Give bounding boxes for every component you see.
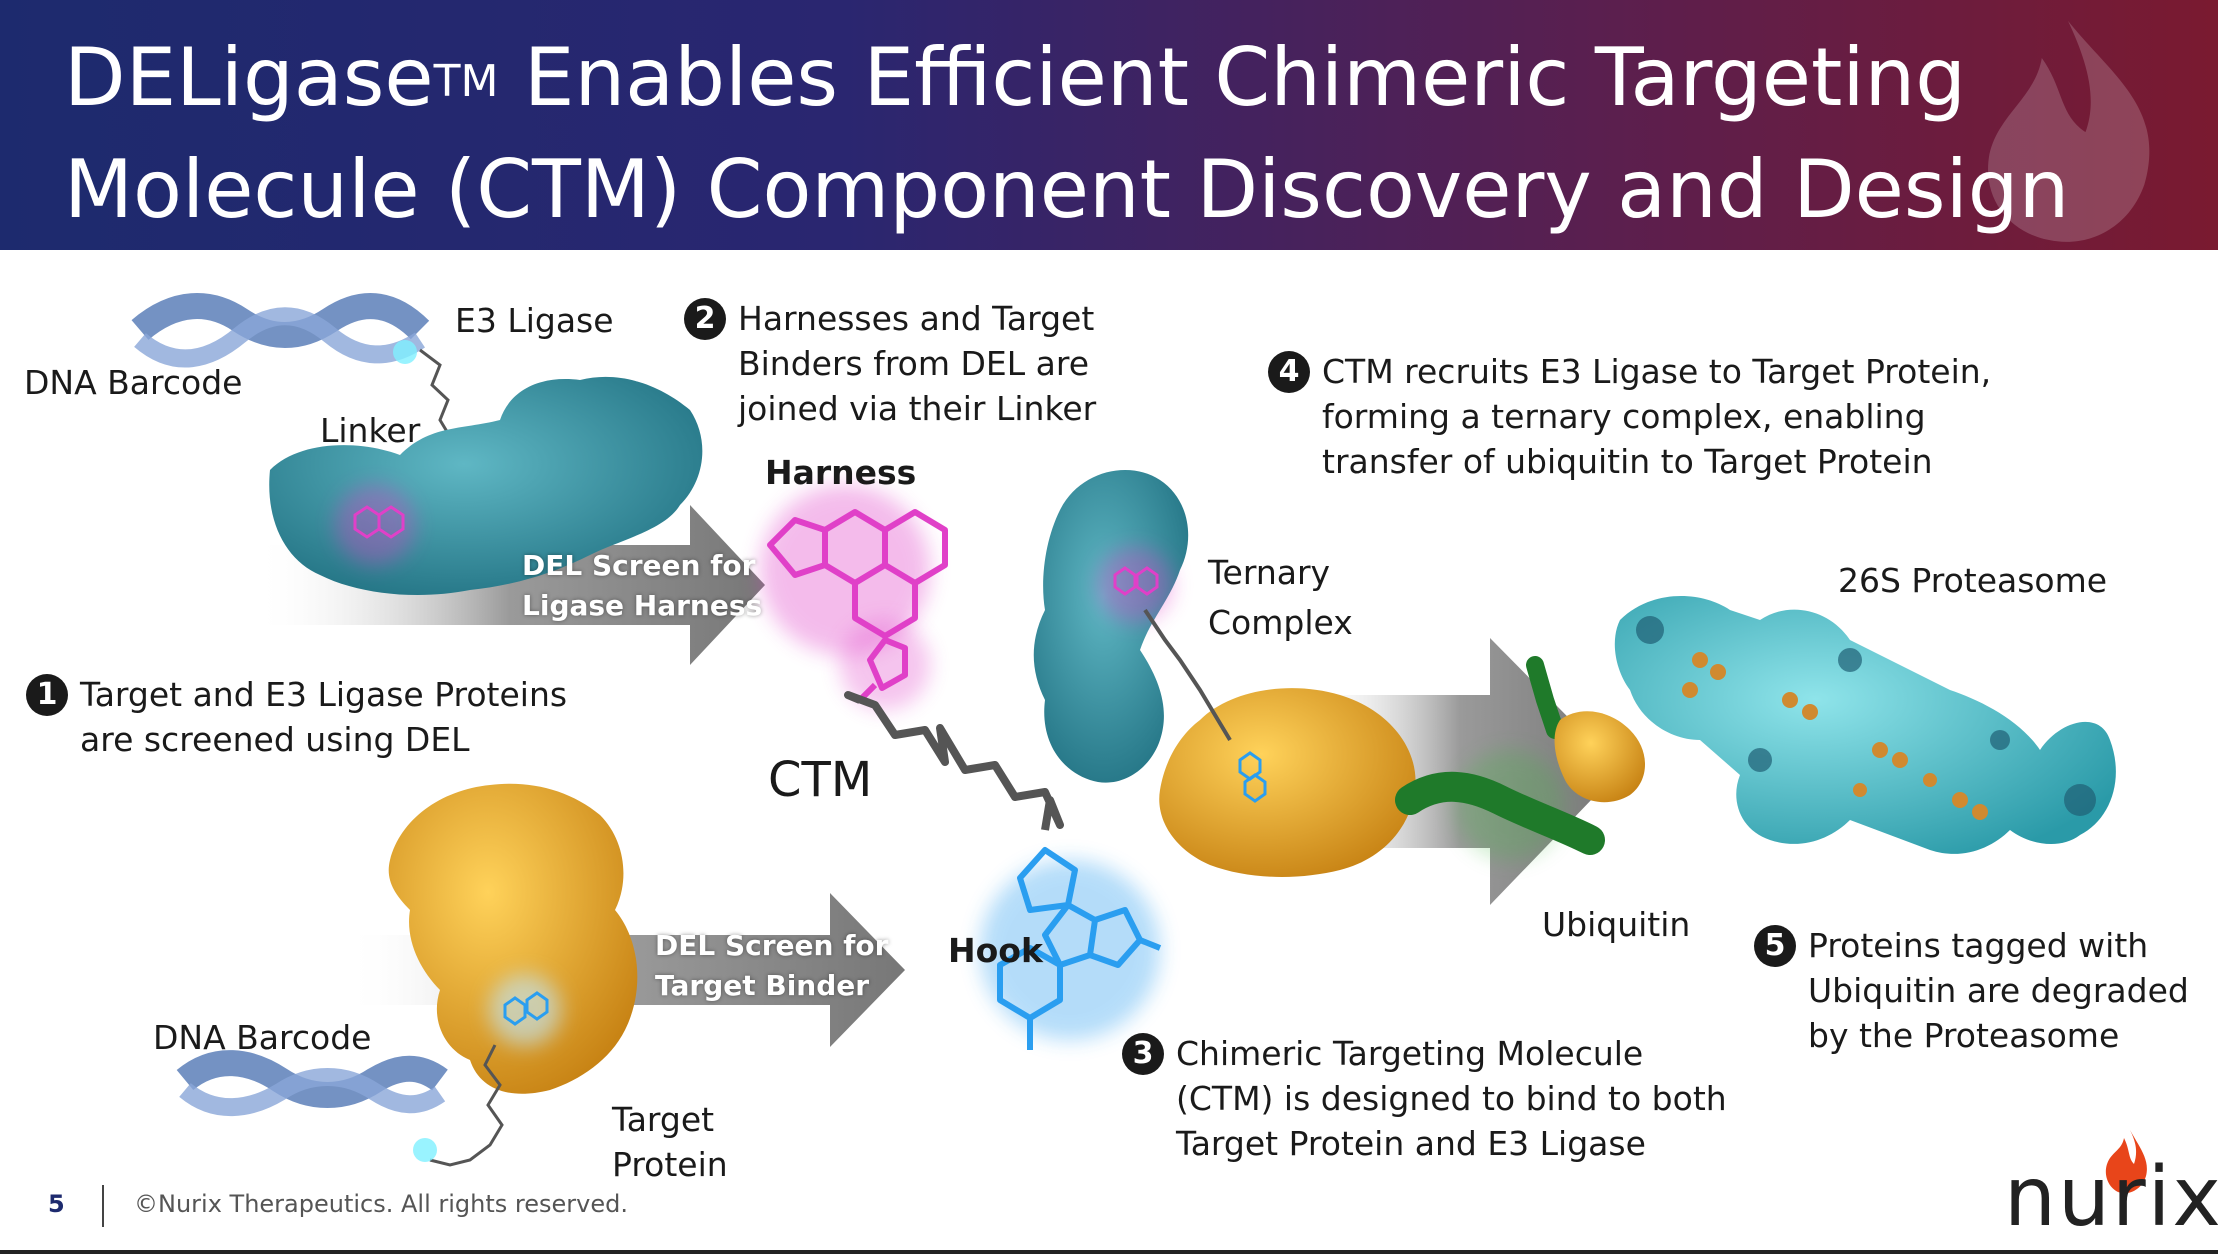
step-3: 3 Chimeric Targeting Molecule (CTM) is d… — [1122, 1031, 1727, 1166]
linker-label: Linker — [320, 411, 421, 450]
step-line: Target and E3 Ligase Proteins — [80, 675, 568, 714]
step-line: Target Protein and E3 Ligase — [1176, 1124, 1646, 1163]
ubiquitin-label: Ubiquitin — [1542, 905, 1691, 944]
title-text-part: DELigase — [64, 31, 434, 124]
step-number: 4 — [1268, 351, 1310, 393]
ternary-complex-label-line2: Complex — [1208, 603, 1353, 642]
page-number: 5 — [48, 1190, 65, 1218]
step-text: Harnesses and Target Binders from DEL ar… — [738, 296, 1096, 431]
target-protein-label-line2: Protein — [612, 1145, 728, 1184]
title-text-part: Enables Efficient Chimeric Targeting — [498, 31, 1967, 124]
step-line: Ubiquitin are degraded — [1808, 971, 2189, 1010]
step-1: 1 Target and E3 Ligase Proteins are scre… — [26, 672, 567, 762]
del-ligase-arrow-label-line1: DEL Screen for — [522, 549, 756, 582]
title-text-line2: Molecule (CTM) Component Discovery and D… — [64, 143, 2070, 236]
proteasome-icon — [1614, 596, 2116, 854]
trademark-mark: TM — [433, 56, 499, 107]
ternary-complex-icon — [1033, 470, 1416, 877]
step-text: Target and E3 Ligase Proteins are screen… — [80, 672, 567, 762]
ubiquitin-chain-icon — [1395, 750, 1605, 860]
step-line: Chimeric Targeting Molecule — [1176, 1034, 1644, 1073]
hook-molecule-icon — [980, 847, 1162, 1050]
header-banner: DELigaseTM Enables Efficient Chimeric Ta… — [0, 0, 2218, 250]
dna-barcode-bottom-icon — [176, 1050, 448, 1162]
harness-molecule-icon — [760, 485, 948, 710]
step-line: forming a ternary complex, enabling — [1322, 397, 1926, 436]
harness-label: Harness — [765, 453, 917, 492]
nurix-logo: nurix — [2004, 1150, 2218, 1245]
step-2: 2 Harnesses and Target Binders from DEL … — [684, 296, 1096, 431]
step-line: Proteins tagged with — [1808, 926, 2149, 965]
bottom-linker-icon — [429, 1044, 504, 1167]
nurix-flame-icon — [2105, 1130, 2147, 1194]
step-line: CTM recruits E3 Ligase to Target Protein… — [1322, 352, 1992, 391]
ctm-label: CTM — [768, 752, 873, 808]
target-protein-icon — [388, 783, 638, 1094]
step-number: 1 — [26, 674, 68, 716]
step-text: CTM recruits E3 Ligase to Target Protein… — [1322, 349, 1991, 484]
del-ligase-arrow-label-line2: Ligase Harness — [522, 589, 763, 622]
e3-ligase-label: E3 Ligase — [455, 301, 614, 340]
step-line: Harnesses and Target — [738, 299, 1095, 338]
flame-watermark-icon — [1988, 20, 2150, 242]
target-protein-label-line1: Target — [612, 1100, 715, 1139]
step-number: 2 — [684, 298, 726, 340]
step-line: transfer of ubiquitin to Target Protein — [1322, 442, 1933, 481]
step-number: 3 — [1122, 1033, 1164, 1075]
step-text: Proteins tagged with Ubiquitin are degra… — [1808, 923, 2189, 1058]
step-4: 4 CTM recruits E3 Ligase to Target Prote… — [1268, 349, 1991, 484]
e3-ligase-protein-icon — [269, 376, 703, 595]
step-line: Binders from DEL are — [738, 344, 1090, 383]
ctm-linker-icon — [844, 691, 1064, 831]
step-line: by the Proteasome — [1808, 1016, 2120, 1055]
ternary-complex-label-line1: Ternary — [1208, 553, 1331, 592]
dna-barcode-bottom-label: DNA Barcode — [153, 1018, 372, 1057]
step-line: are screened using DEL — [80, 720, 470, 759]
proteasome-label: 26S Proteasome — [1838, 561, 2108, 600]
step-text: Chimeric Targeting Molecule (CTM) is des… — [1176, 1031, 1727, 1166]
del-target-arrow-label-line2: Target Binder — [655, 969, 870, 1002]
step-5: 5 Proteins tagged with Ubiquitin are deg… — [1754, 923, 2189, 1058]
bottom-rule — [0, 1250, 2218, 1254]
del-target-arrow-label-line1: DEL Screen for — [655, 929, 889, 962]
tagged-protein-icon — [1526, 656, 1645, 803]
copyright-text: ©Nurix Therapeutics. All rights reserved… — [134, 1190, 628, 1218]
dna-barcode-top-label: DNA Barcode — [24, 363, 243, 402]
dna-barcode-top-icon — [131, 293, 430, 368]
page-title: DELigaseTM Enables Efficient Chimeric Ta… — [64, 22, 2069, 246]
step-line: (CTM) is designed to bind to both — [1176, 1079, 1727, 1118]
footer-divider — [102, 1185, 104, 1227]
hook-label: Hook — [948, 931, 1043, 970]
step-number: 5 — [1754, 925, 1796, 967]
step-line: joined via their Linker — [738, 389, 1097, 428]
